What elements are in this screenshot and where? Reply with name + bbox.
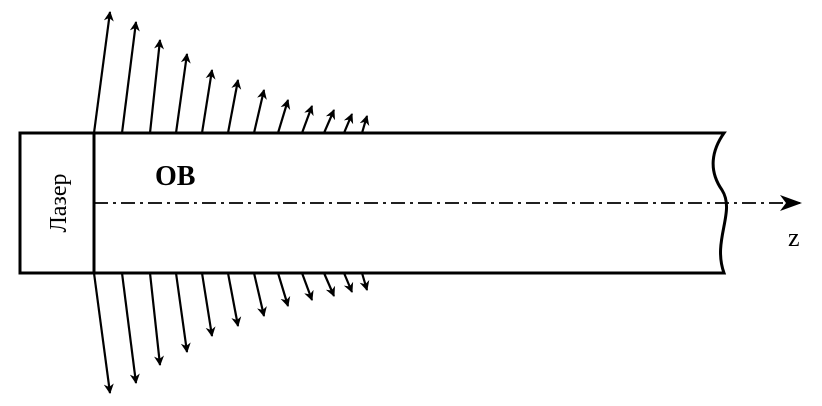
- field-arrow-up: [92, 11, 114, 134]
- field-arrow-down: [252, 272, 267, 317]
- field-arrow-up: [174, 53, 191, 134]
- field-arrow-down: [148, 272, 164, 366]
- field-arrow-down: [300, 272, 314, 301]
- field-arrow-down: [342, 272, 354, 293]
- field-arrows-bottom: [92, 272, 370, 394]
- laser-label: Лазер: [46, 173, 72, 232]
- field-arrow-down: [200, 272, 216, 337]
- field-arrows-top: [92, 11, 370, 134]
- field-arrow-down: [359, 272, 370, 291]
- field-arrow-up: [359, 115, 370, 134]
- field-arrow-down: [276, 272, 291, 307]
- field-arrow-down: [92, 272, 114, 394]
- field-arrow-up: [300, 105, 314, 134]
- field-arrow-up: [226, 79, 242, 134]
- field-arrow-up: [276, 99, 291, 134]
- field-arrow-down: [322, 272, 336, 297]
- field-arrow-up: [200, 69, 216, 134]
- fiber-label: ОВ: [155, 161, 195, 192]
- field-arrow-up: [252, 89, 267, 134]
- laser-block: [18, 131, 96, 275]
- field-arrow-up: [148, 39, 165, 134]
- field-arrow-up: [342, 113, 354, 134]
- axis-label: z: [788, 223, 800, 252]
- field-arrow-down: [120, 272, 140, 384]
- field-arrow-down: [174, 272, 191, 353]
- field-arrow-down: [226, 272, 242, 327]
- field-arrow-up: [322, 109, 336, 134]
- field-arrow-up: [120, 21, 140, 134]
